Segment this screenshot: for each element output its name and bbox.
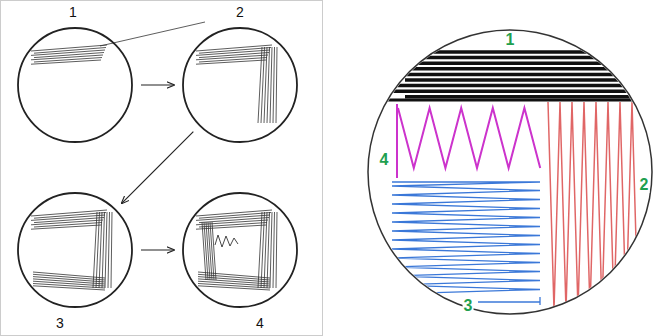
streak-line <box>196 55 268 60</box>
streak-line <box>261 47 265 123</box>
plate-circle: 1 <box>17 27 133 143</box>
streak-line <box>199 53 269 58</box>
streak-black <box>405 61 640 65</box>
streak-line <box>34 223 102 228</box>
step-arrow <box>141 84 174 85</box>
plate-circle: 2 <box>182 27 298 143</box>
streak-line <box>198 284 270 289</box>
plate-illustration <box>366 30 654 314</box>
streak-line <box>199 58 267 63</box>
step-number: 4 <box>256 316 264 330</box>
zone-number: 4 <box>379 152 390 168</box>
step-arrow <box>122 132 194 204</box>
step-number: 1 <box>69 5 77 19</box>
plate-outline <box>182 27 298 143</box>
streak-line <box>31 55 103 60</box>
streak-group <box>31 210 112 290</box>
streak-magenta <box>396 104 398 178</box>
streak-line <box>31 215 105 220</box>
streak-black <box>390 89 630 93</box>
petri-dish <box>368 30 652 314</box>
streak-line <box>99 212 102 288</box>
streak-line <box>210 222 214 280</box>
plate-outline <box>182 192 298 308</box>
leader-line <box>100 22 205 46</box>
streak-line <box>34 58 102 63</box>
streak-line <box>198 281 270 286</box>
streak-black <box>375 84 640 88</box>
streak-blue <box>539 297 540 305</box>
plate-circle: 3 <box>17 192 133 308</box>
streak-line <box>264 212 267 288</box>
streak-line <box>208 222 212 280</box>
zone-number: 3 <box>463 298 474 314</box>
streak-line <box>270 47 272 123</box>
streak-black <box>405 78 630 82</box>
streak-black <box>405 95 640 99</box>
streak-line <box>31 225 101 229</box>
step-number: 3 <box>56 316 64 330</box>
zone-number: 2 <box>639 177 650 193</box>
streak-line <box>199 223 267 228</box>
streak-line <box>273 47 275 123</box>
streak-line <box>267 212 270 288</box>
streak-line <box>108 212 110 288</box>
streak-line <box>34 218 104 223</box>
streak-line <box>264 47 267 123</box>
plate-outline <box>17 192 133 308</box>
streak-line <box>276 212 277 288</box>
plate-circle: 4 <box>182 192 298 308</box>
streak-line <box>199 218 269 223</box>
streak-line <box>267 47 270 123</box>
step-arrow <box>141 249 174 250</box>
step-number: 2 <box>236 5 244 19</box>
streak-red <box>548 102 638 310</box>
streak-group <box>31 45 107 64</box>
streak-line <box>261 212 265 288</box>
streak-line <box>204 222 208 280</box>
streak-squiggle <box>215 235 238 247</box>
streak-group <box>196 210 277 290</box>
streak-line <box>33 281 105 286</box>
streak-black <box>375 50 640 54</box>
streak-line <box>206 222 210 280</box>
streak-line <box>34 53 104 58</box>
streak-blue <box>478 301 540 302</box>
streak-line <box>196 60 266 64</box>
streak-line <box>33 286 105 290</box>
streak-line <box>33 284 105 289</box>
streak-black <box>366 99 654 102</box>
plate-border <box>183 193 297 307</box>
streak-line <box>31 50 105 55</box>
zone-number: 1 <box>505 32 516 48</box>
streak-black <box>390 73 640 77</box>
streak-line <box>196 220 268 225</box>
streak-line <box>96 212 100 288</box>
streak-line <box>31 60 101 64</box>
plate-border <box>18 193 132 307</box>
streak-line <box>270 212 272 288</box>
streak-group <box>196 45 277 123</box>
plate-border <box>18 28 132 142</box>
streak-line <box>276 47 277 123</box>
panel-frame <box>1 1 323 336</box>
streak-line <box>196 215 270 220</box>
streak-line <box>212 222 216 280</box>
plate-outline <box>17 27 133 143</box>
streak-line <box>111 212 112 288</box>
streak-magenta <box>398 108 540 168</box>
streak-line <box>198 286 270 290</box>
streak-line <box>105 212 107 288</box>
streak-line <box>202 222 206 280</box>
streak-line <box>273 212 275 288</box>
streak-line <box>31 220 103 225</box>
plate-border <box>183 28 297 142</box>
streak-line <box>102 212 105 288</box>
streak-line <box>196 50 270 55</box>
